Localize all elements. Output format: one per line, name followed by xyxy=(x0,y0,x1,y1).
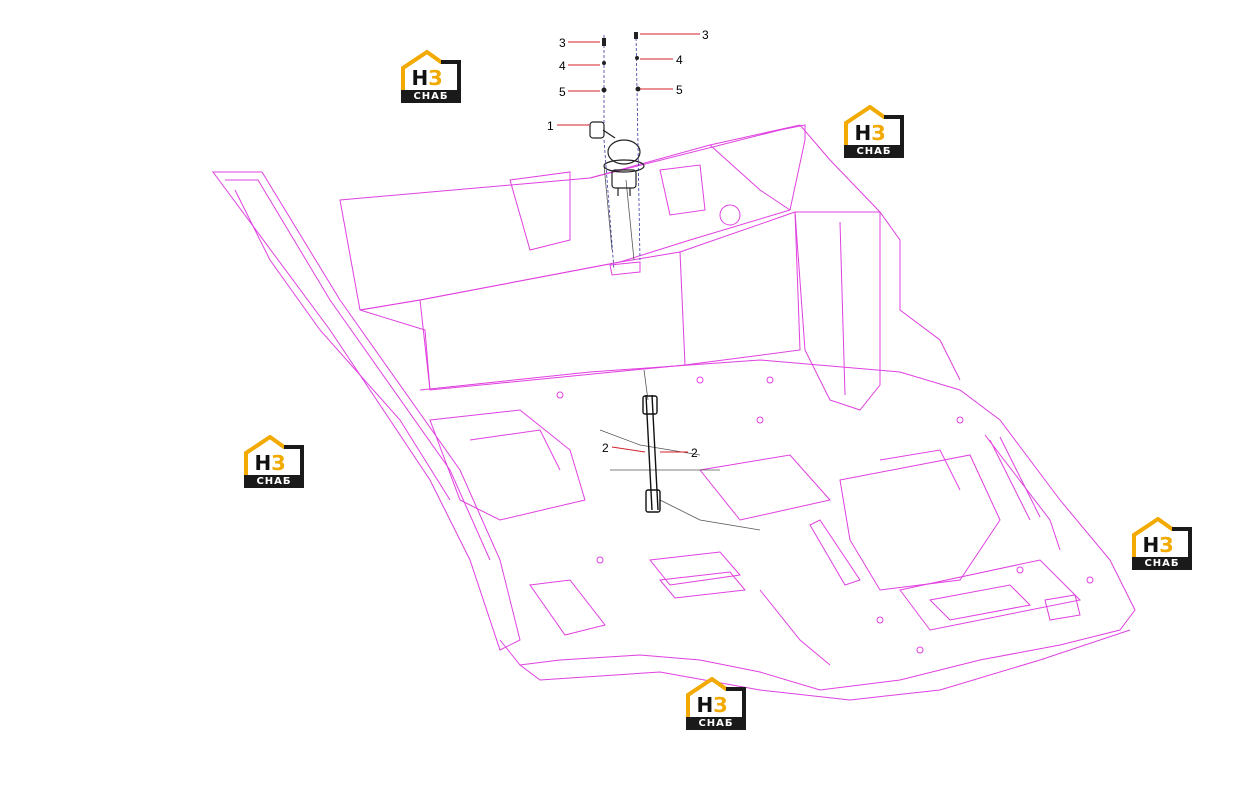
fastener-axes xyxy=(603,32,641,271)
callout-4-left: 4 xyxy=(559,59,566,73)
callout-5-right: 5 xyxy=(676,83,683,97)
logo-caption: СНАБ xyxy=(844,145,904,158)
callout-2-right: 2 xyxy=(691,446,698,460)
fastener-parts xyxy=(601,32,641,93)
house-roof-icon xyxy=(244,435,304,475)
watermark-logo: НЗ СНАБ xyxy=(401,50,461,106)
logo-letter-right: З xyxy=(871,121,886,145)
cable-routing xyxy=(599,164,761,531)
callout-3-left: 3 xyxy=(559,36,566,50)
logo-letter-left: Н xyxy=(854,121,872,145)
callout-leaders xyxy=(557,33,700,453)
logo-letter-left: Н xyxy=(254,451,272,475)
callout-2-left: 2 xyxy=(602,441,609,455)
logo-letter-right: З xyxy=(271,451,286,475)
logo-caption: СНАБ xyxy=(1132,557,1192,570)
logo-letter-right: З xyxy=(713,693,728,717)
watermark-logo: НЗ СНАБ xyxy=(244,435,304,491)
callout-4-right: 4 xyxy=(676,53,683,67)
house-roof-icon xyxy=(844,105,904,145)
callout-1: 1 xyxy=(547,119,554,133)
callout-3-right: 3 xyxy=(702,28,709,42)
logo-letter-left: Н xyxy=(696,693,714,717)
callout-labels: 1 2 2 3 3 4 4 5 5 xyxy=(547,28,709,460)
logo-caption: СНАБ xyxy=(686,717,746,730)
house-roof-icon xyxy=(1132,517,1192,557)
logo-letter-right: З xyxy=(428,66,443,90)
house-roof-icon xyxy=(686,677,746,717)
logo-caption: СНАБ xyxy=(401,90,461,103)
logo-letter-left: Н xyxy=(1142,533,1160,557)
logo-letter-right: З xyxy=(1159,533,1174,557)
cab-floor-outline xyxy=(212,124,1136,701)
watermark-logo: НЗ СНАБ xyxy=(844,105,904,161)
shaft-part-2 xyxy=(642,394,661,513)
logo-caption: СНАБ xyxy=(244,475,304,488)
watermark-logo: НЗ СНАБ xyxy=(1132,517,1192,573)
logo-letter-left: Н xyxy=(411,66,429,90)
watermark-logo: НЗ СНАБ xyxy=(686,677,746,733)
house-roof-icon xyxy=(401,50,461,90)
valve-assembly-part-1 xyxy=(589,121,645,196)
callout-5-left: 5 xyxy=(559,85,566,99)
